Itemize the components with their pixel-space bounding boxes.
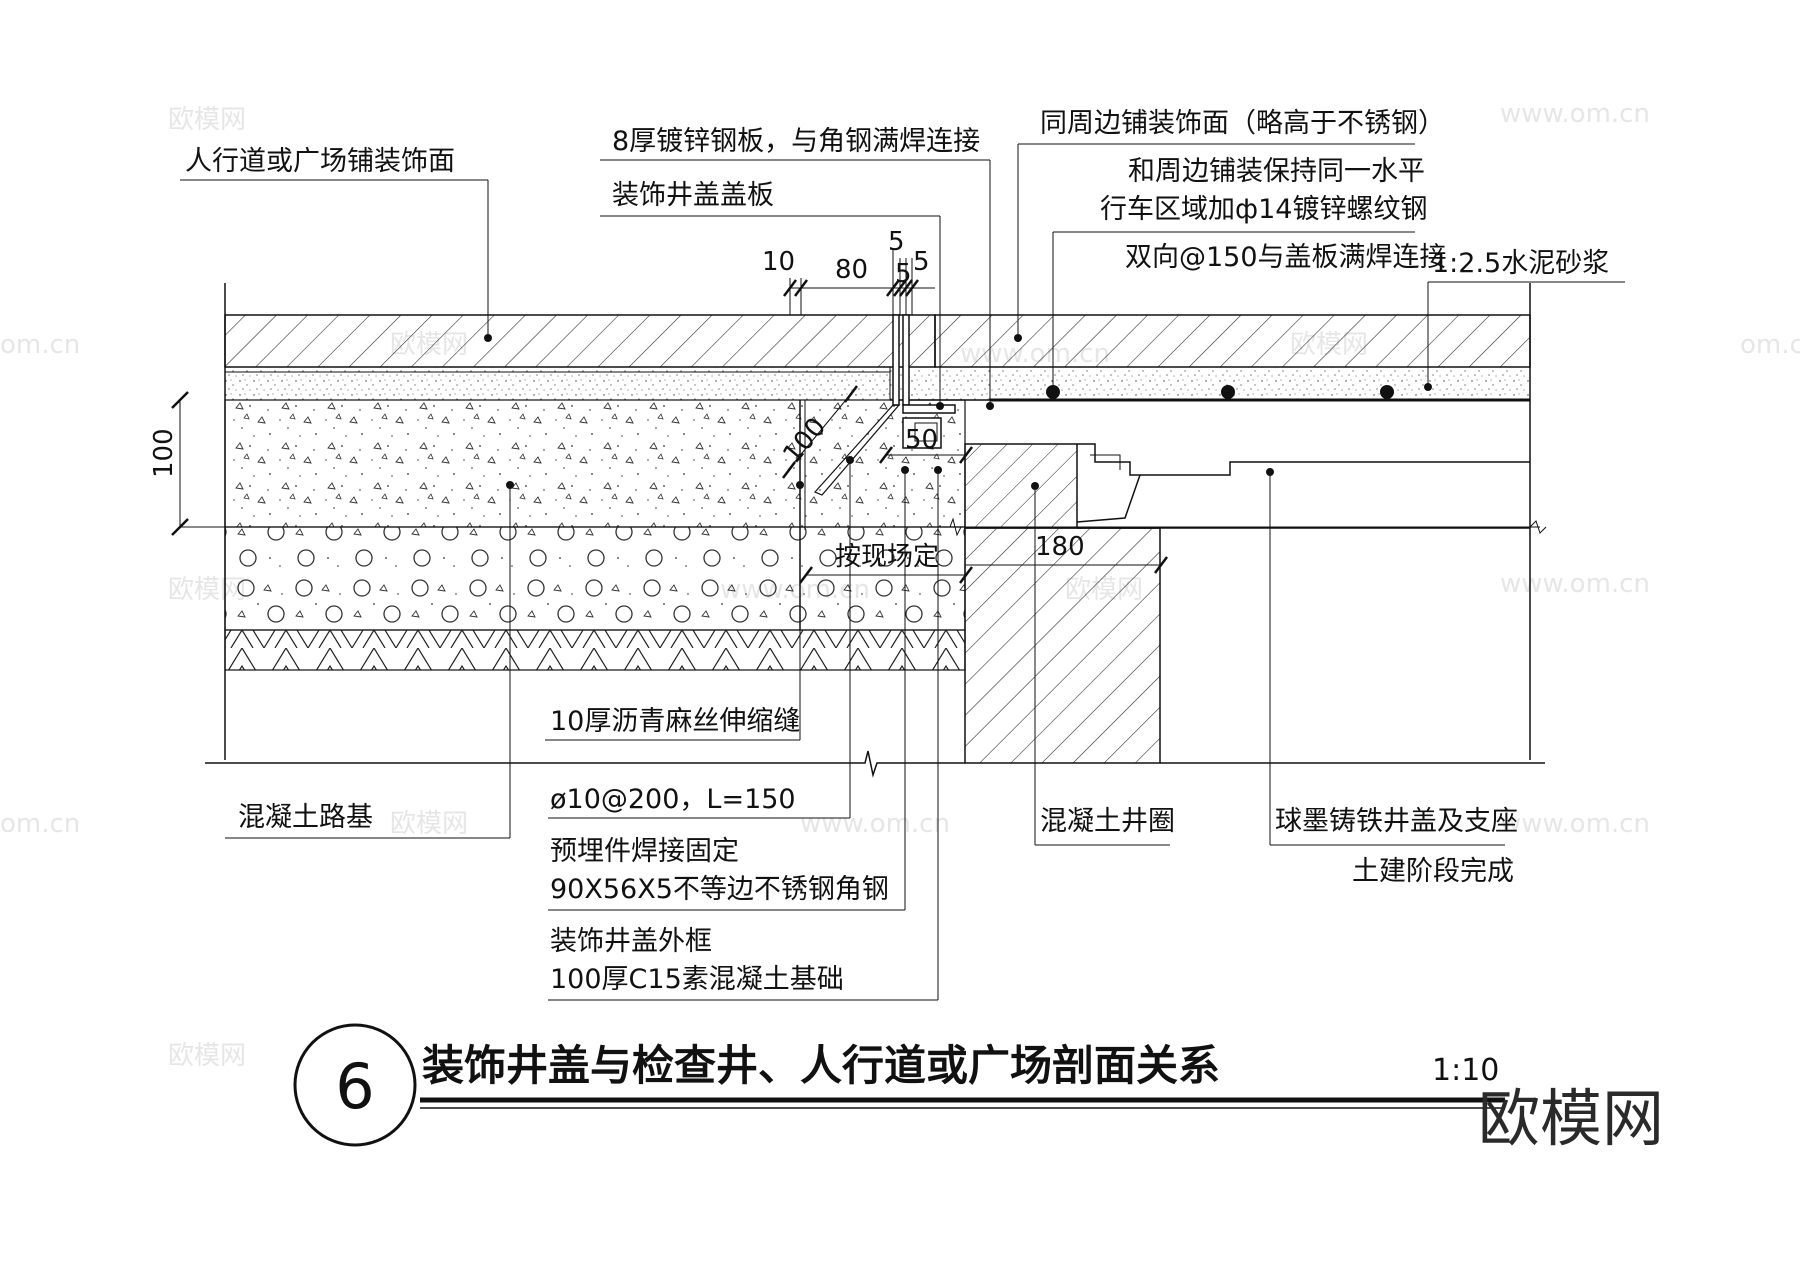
concrete-foundation-layer xyxy=(224,399,966,528)
label-cover-plate: 装饰井盖盖板 xyxy=(612,180,774,211)
label-well-ring: 混凝土井圈 xyxy=(1040,806,1175,837)
label-civil-stage: 土建阶段完成 xyxy=(1352,856,1514,887)
label-weld: 双向@150与盖板满焊连接 xyxy=(1125,242,1447,273)
watermark-url: www.om.cn xyxy=(1500,569,1650,599)
label-anchor: ø10@200，L=150 xyxy=(550,784,796,815)
label-mortar: 1:2.5水泥砂浆 xyxy=(1432,248,1609,279)
watermark-brand: 欧模网 xyxy=(168,1041,246,1071)
watermark-url: www.om.cn xyxy=(800,809,950,839)
watermark-brand: 欧模网 xyxy=(168,105,246,135)
watermark-url: www.om.cn xyxy=(1500,809,1650,839)
drawing-title: 装饰井盖与检查井、人行道或广场剖面关系 xyxy=(422,1041,1220,1090)
watermark-short: om.cn xyxy=(0,330,80,360)
drawing-number-circle xyxy=(293,1023,417,1147)
dim-100-vertical: 100 xyxy=(149,428,179,478)
watermark-url: www.om.cn xyxy=(1500,99,1650,129)
watermark-short: om.cn xyxy=(0,809,80,839)
dim-site-determined: 按现场定 xyxy=(835,542,939,572)
dim-5-mid: 5 xyxy=(895,259,912,289)
label-iron-cover: 球墨铸铁井盖及支座 xyxy=(1275,806,1518,837)
label-angle-steel: 90X56X5不等边不锈钢角钢 xyxy=(550,874,889,905)
label-same-level: 和周边铺装保持同一水平 xyxy=(1128,156,1425,187)
drawing-number: 6 xyxy=(335,1050,374,1123)
iron-cover-seat xyxy=(1076,283,1531,760)
surround-paving-right xyxy=(889,314,1531,402)
label-foundation: 100厚C15素混凝土基础 xyxy=(550,964,844,995)
stainless-angle-frame xyxy=(813,314,956,496)
label-galvanized-plate: 8厚镀锌钢板，与角钢满焊连接 xyxy=(612,126,980,157)
title-block: 6 装饰井盖与检查井、人行道或广场剖面关系 1:10 xyxy=(293,1023,1505,1147)
mortar-layer-left xyxy=(224,366,891,401)
label-outer-frame: 装饰井盖外框 xyxy=(550,926,712,957)
brand-watermark: 欧模网 xyxy=(1478,1082,1664,1155)
label-roadbed: 混凝土路基 xyxy=(238,802,373,833)
gravel-roadbed-layer xyxy=(224,526,966,631)
dim-5-right: 5 xyxy=(913,247,930,277)
dim-80: 80 xyxy=(835,255,868,285)
label-rebar: 行车区域加ф14镀锌螺纹钢 xyxy=(1100,194,1427,225)
dim-10: 10 xyxy=(762,247,795,277)
earth-layer xyxy=(224,629,966,671)
paving-layer xyxy=(224,314,936,368)
concrete-well-ring xyxy=(964,443,1161,764)
dim-5-top: 5 xyxy=(888,227,905,257)
break-lines xyxy=(180,517,1547,778)
label-paving-surface: 人行道或广场铺装饰面 xyxy=(185,146,455,177)
dim-180: 180 xyxy=(1035,532,1085,562)
drawing-scale: 1:10 xyxy=(1432,1053,1499,1088)
watermark-short: om.cn xyxy=(1740,330,1800,360)
annotation-labels: 人行道或广场铺装饰面 8厚镀锌钢板，与角钢满焊连接 装饰井盖盖板 同周边铺装饰面… xyxy=(185,108,1609,995)
watermark-brand: 欧模网 xyxy=(390,809,468,839)
dim-50: 50 xyxy=(905,425,938,455)
rebar-dots xyxy=(1046,385,1394,399)
label-expansion-joint: 10厚沥青麻丝伸缩缝 xyxy=(550,706,800,737)
label-surround-paving: 同周边铺装饰面（略高于不锈钢） xyxy=(1040,108,1445,139)
leader-lines xyxy=(180,143,1625,1001)
label-embed: 预埋件焊接固定 xyxy=(550,836,739,867)
